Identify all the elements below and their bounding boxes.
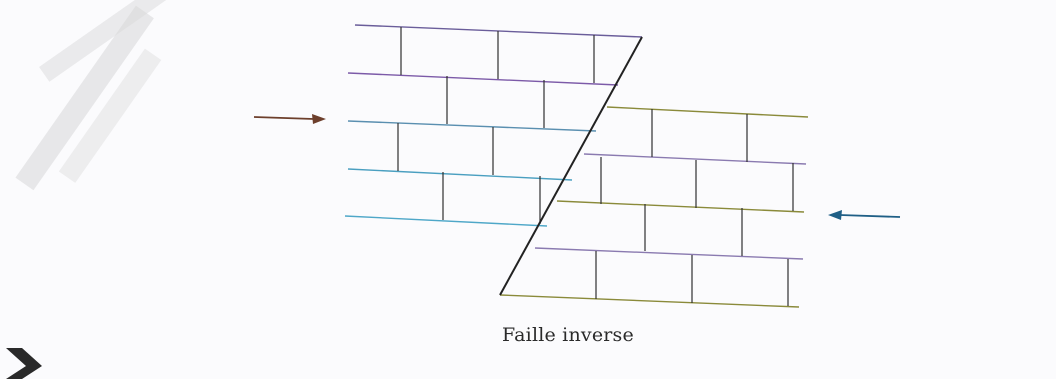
bed-line <box>535 248 803 259</box>
fault-plane <box>500 37 642 295</box>
footwall-block <box>500 107 808 307</box>
bed-line <box>607 107 808 117</box>
chevron-right-icon <box>6 348 42 379</box>
arrow-left-icon <box>828 210 900 220</box>
bed-line <box>348 73 618 85</box>
bed-line <box>500 295 799 307</box>
hanging-wall-block <box>345 25 642 226</box>
figure-caption: Faille inverse <box>0 324 1056 346</box>
bed-line <box>345 216 547 226</box>
bed-line <box>348 121 596 131</box>
bed-line <box>584 154 806 164</box>
arrow-right-icon <box>254 114 326 124</box>
bed-line <box>348 169 572 180</box>
watermark <box>15 0 178 207</box>
bed-line <box>557 201 804 212</box>
